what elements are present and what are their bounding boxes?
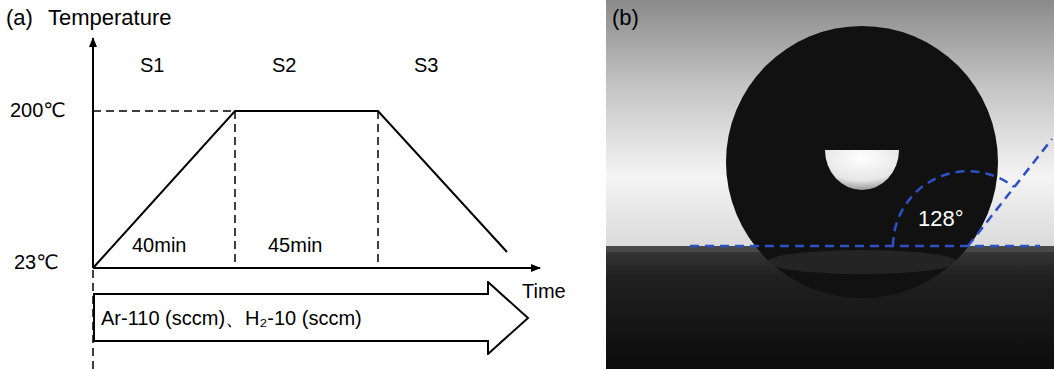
stage-label: S3 xyxy=(414,54,438,76)
dashed-guide xyxy=(234,111,236,268)
y-axis xyxy=(92,38,94,268)
temperature-profile xyxy=(93,38,540,369)
angle-value: 128° xyxy=(918,207,964,231)
dashed-guide xyxy=(93,110,235,112)
axis-title: Time xyxy=(522,280,566,302)
axis-title: Temperature xyxy=(48,6,172,30)
profile-line xyxy=(93,111,507,268)
droplet-photo xyxy=(606,0,1054,369)
stage-label: S2 xyxy=(272,54,296,76)
panel-label: (a) xyxy=(6,6,33,30)
duration-label: 45min xyxy=(268,234,322,256)
panel-label: (b) xyxy=(612,6,639,30)
angle-construction xyxy=(690,139,1052,246)
dashed-guide xyxy=(377,111,379,268)
gas-flow-arrow: Ar-110 (sccm)、H₂-10 (sccm) xyxy=(93,281,530,355)
duration-label: 40min xyxy=(132,234,186,256)
stage-label: S1 xyxy=(140,54,164,76)
tick-label: 200℃ xyxy=(10,99,66,121)
arrow-outline xyxy=(94,282,528,354)
x-axis xyxy=(93,267,540,269)
tick-label: 23℃ xyxy=(14,251,59,273)
flow-text: Ar-110 (sccm)、H₂-10 (sccm) xyxy=(101,307,362,329)
